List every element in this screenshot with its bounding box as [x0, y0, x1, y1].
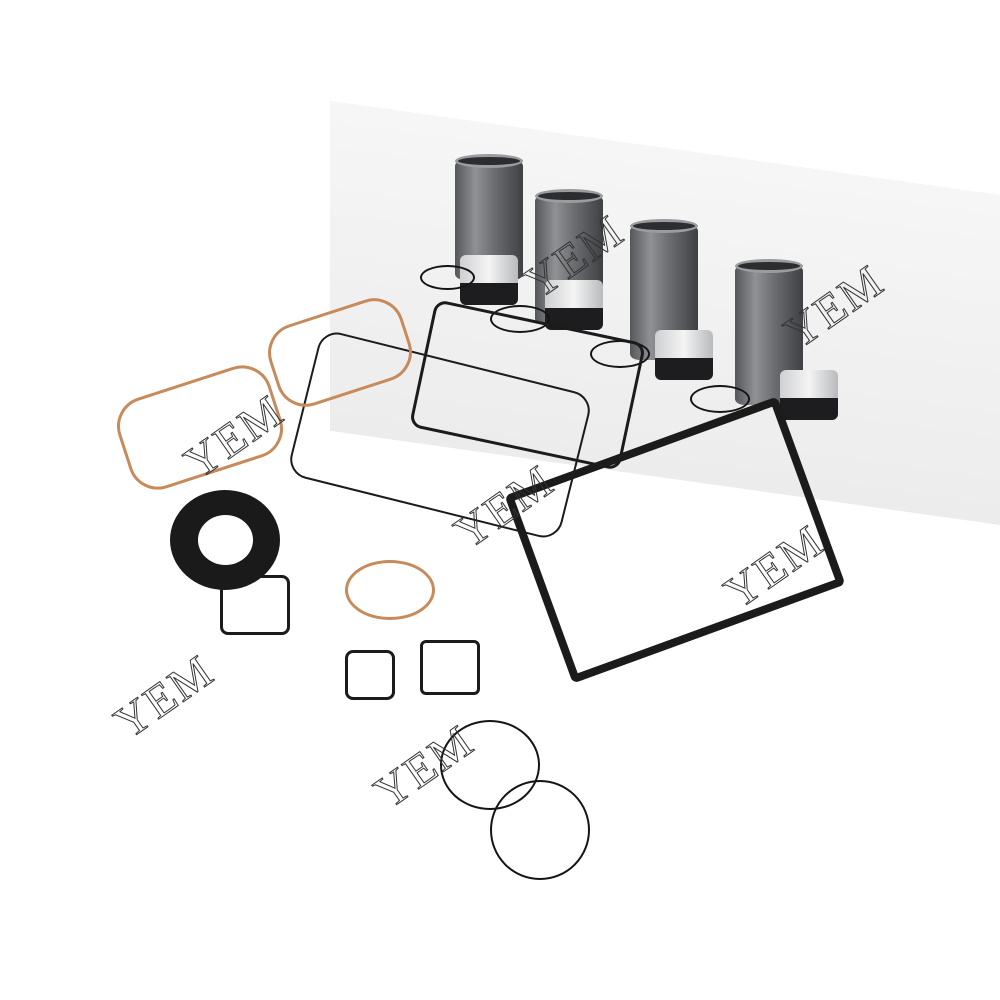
o-ring-large — [440, 720, 540, 810]
piston — [780, 370, 838, 420]
small-gasket — [345, 650, 395, 700]
copper-washer-set — [345, 560, 435, 620]
piston-ring — [420, 265, 475, 290]
piston-ring — [690, 385, 750, 413]
piston-ring — [590, 340, 650, 368]
piston-ring — [490, 305, 550, 333]
watermark: YEM — [105, 644, 224, 749]
small-gasket — [420, 640, 480, 695]
o-ring-large — [490, 780, 590, 880]
piston — [655, 330, 713, 380]
exhaust-gasket — [220, 575, 290, 635]
piston — [545, 280, 603, 330]
crankshaft-oil-seal — [170, 490, 280, 590]
